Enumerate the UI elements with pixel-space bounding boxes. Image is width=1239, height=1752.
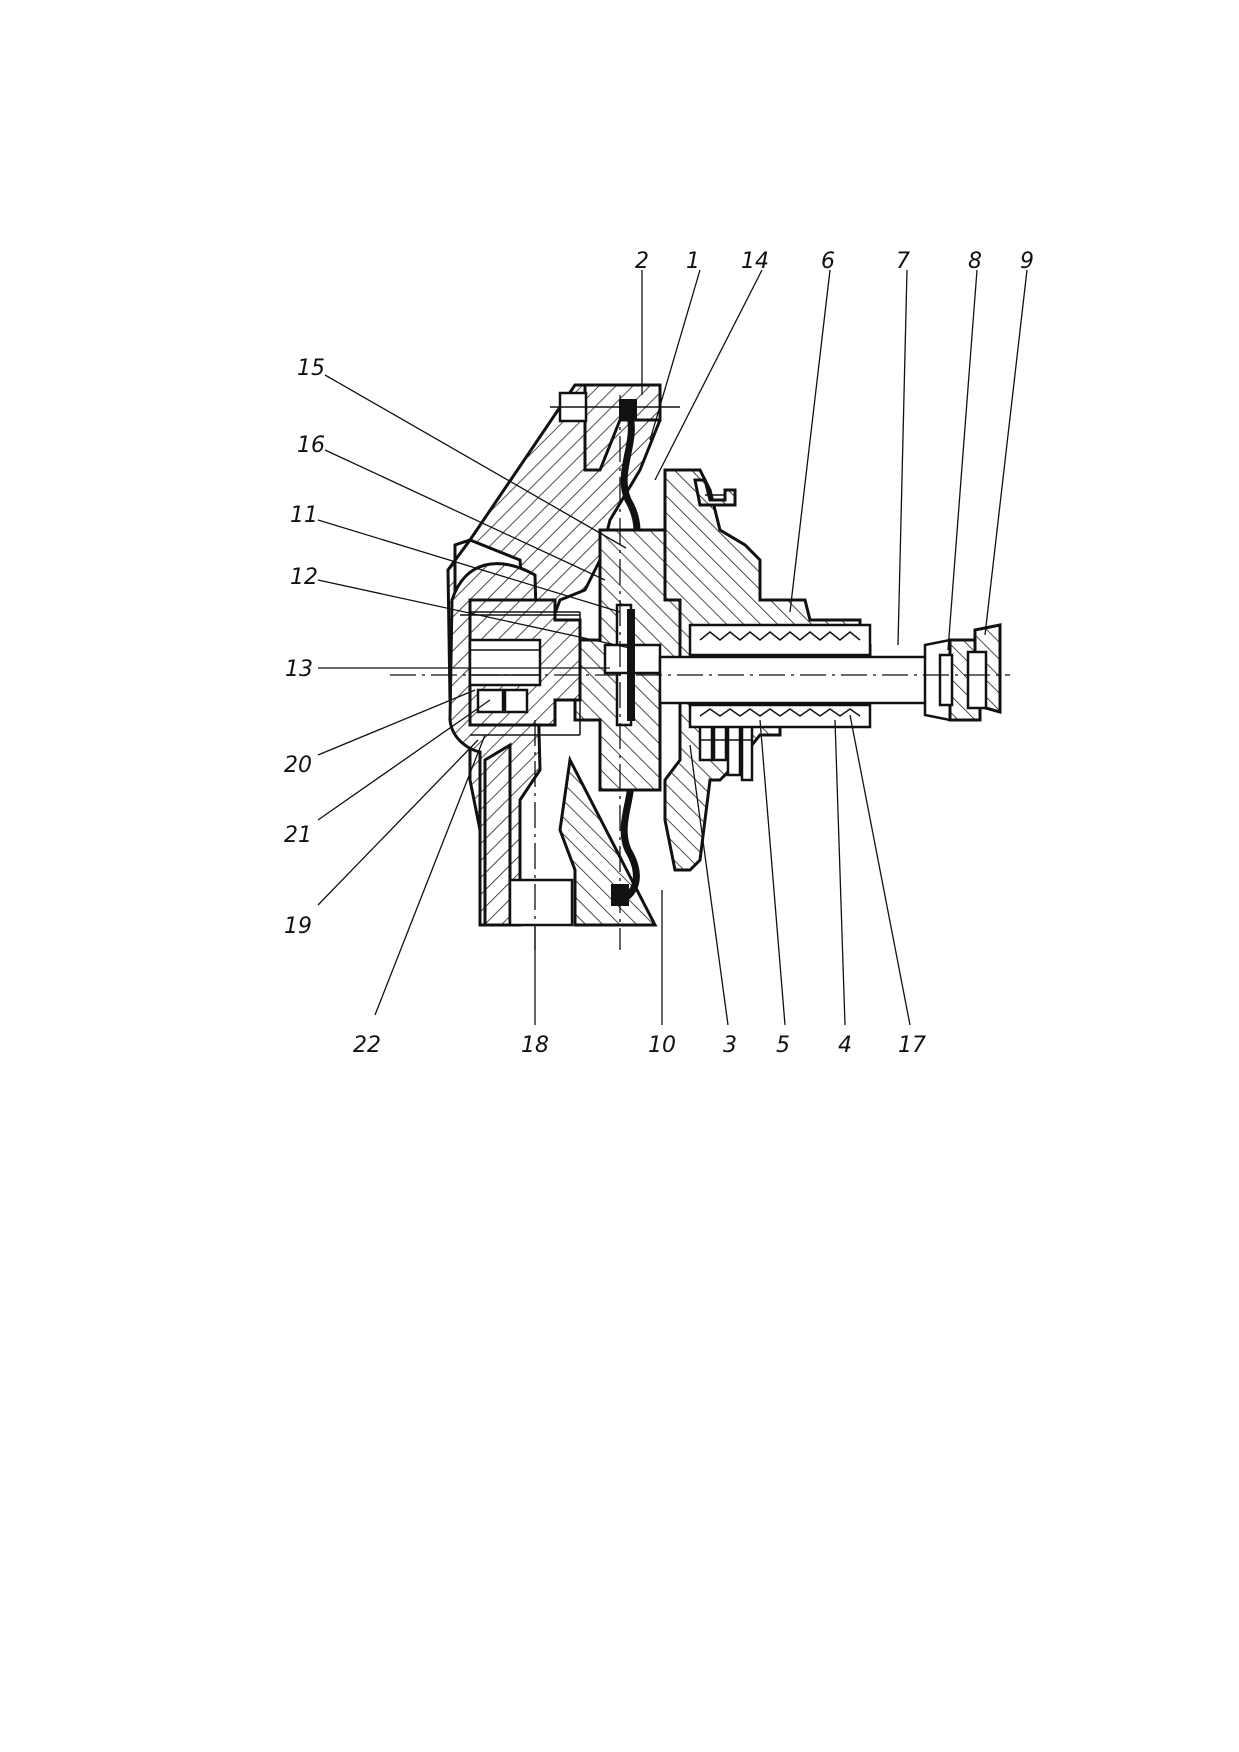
part-labels: 2 1 14 6 7 8 9 15 16 11 12 13 20 21 19 2… [284,249,1034,1058]
leader-lines [317,269,1028,1026]
adjustment-knob [938,623,1002,722]
label-22: 22 [353,1033,381,1058]
label-1: 1 [686,249,700,274]
label-19: 19 [284,914,312,939]
label-5: 5 [776,1033,790,1058]
label-3: 3 [723,1033,737,1058]
label-17: 17 [898,1033,926,1058]
label-10: 10 [648,1033,676,1058]
label-16: 16 [297,433,325,458]
label-9: 9 [1020,249,1034,274]
label-2: 2 [635,249,649,274]
label-13: 13 [285,657,313,682]
label-20: 20 [284,753,312,778]
label-11: 11 [290,503,318,528]
label-12: 12 [290,565,318,590]
label-15: 15 [297,356,325,381]
label-7: 7 [896,249,910,274]
label-18: 18 [521,1033,549,1058]
label-8: 8 [968,249,982,274]
label-21: 21 [284,823,312,848]
label-14: 14 [741,249,769,274]
label-6: 6 [821,249,835,274]
label-4: 4 [838,1033,852,1058]
